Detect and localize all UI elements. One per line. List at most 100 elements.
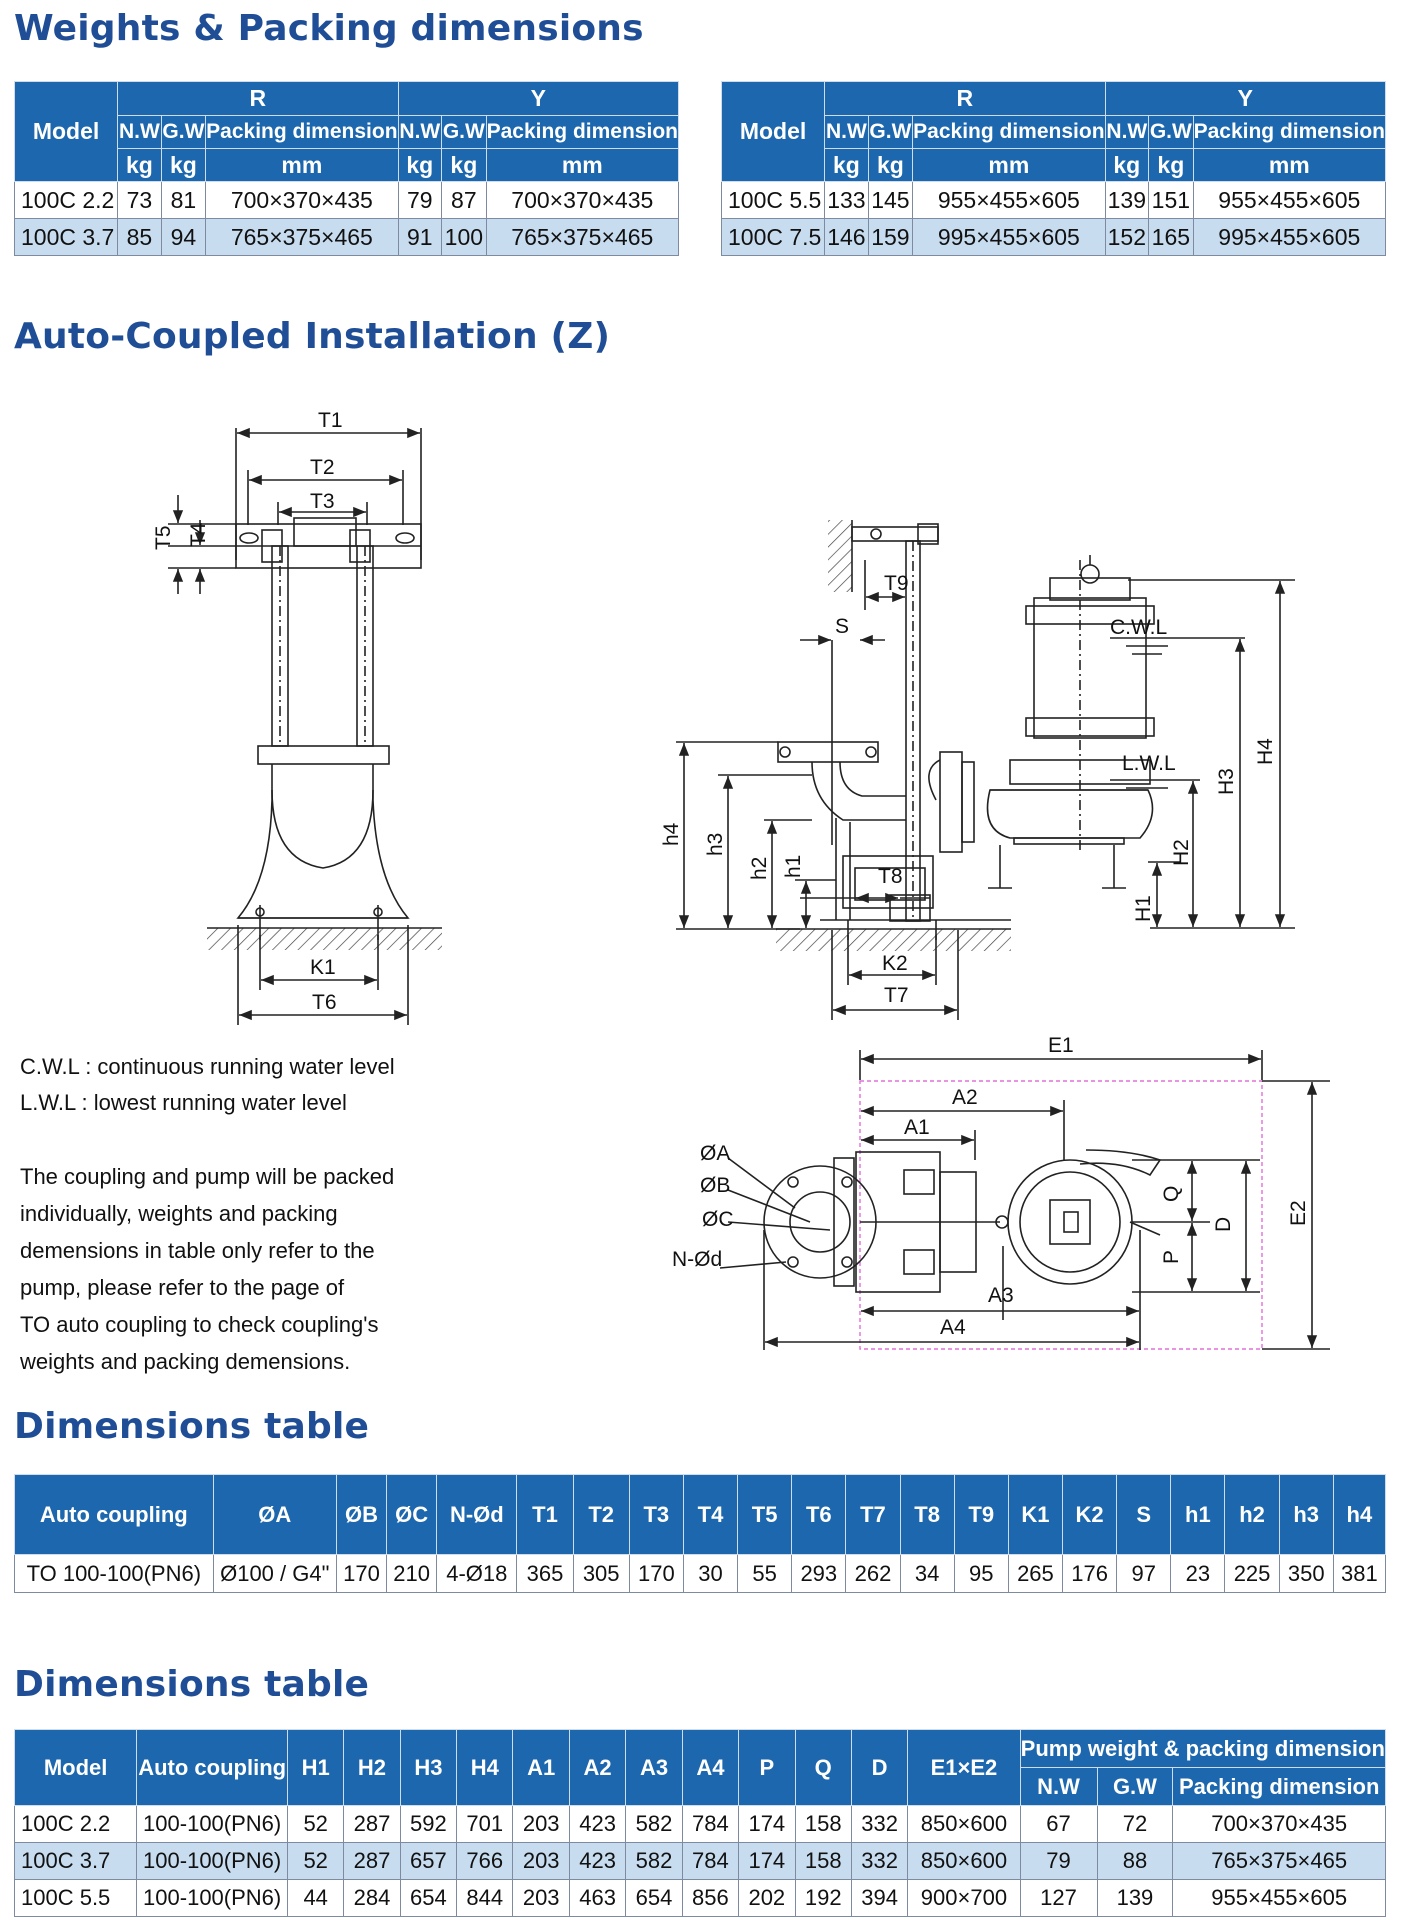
table-row: 100C 3.7 100-100(PN6) 52 287 657 766 203… xyxy=(13,1842,1386,1880)
cell: 100C 2.2 xyxy=(13,181,119,219)
cell: 900×700 xyxy=(907,1879,1021,1917)
cell: 381 xyxy=(1332,1554,1387,1593)
label-h3: h3 xyxy=(704,833,727,856)
cell: 176 xyxy=(1061,1554,1118,1593)
lwl-note: L.W.L : lowest running water level xyxy=(20,1090,347,1115)
cell: 81 xyxy=(160,181,207,219)
cell: 34 xyxy=(899,1554,955,1593)
cell: 158 xyxy=(794,1805,852,1843)
cell: 30 xyxy=(682,1554,739,1593)
cell: 225 xyxy=(1224,1554,1280,1593)
header-cell: h3 xyxy=(1278,1474,1334,1555)
label-T6: T6 xyxy=(312,991,337,1014)
label-T8: T8 xyxy=(878,865,903,888)
label-h1: h1 xyxy=(782,855,805,878)
header-cell: T4 xyxy=(682,1474,739,1555)
installation-drawing: T1 T2 T3 T5 T4 K1 T6 T9 S C.W.L L.W.L T8… xyxy=(152,409,1330,1350)
header-cell: T3 xyxy=(628,1474,684,1555)
unit-kg: kg xyxy=(1148,148,1194,182)
header-cell: P xyxy=(738,1729,796,1806)
cell: 139 xyxy=(1096,1879,1174,1917)
header-cell: h2 xyxy=(1224,1474,1280,1555)
cell: 203 xyxy=(512,1879,570,1917)
header-packing: Packing dimension xyxy=(485,115,680,149)
cell: 67 xyxy=(1019,1805,1098,1843)
label-T1: T1 xyxy=(318,409,343,432)
cell: 100C 3.7 xyxy=(13,218,119,256)
cell: 4-Ø18 xyxy=(436,1554,518,1593)
header-packing: Packing dimension xyxy=(912,115,1106,149)
unit-kg: kg xyxy=(1104,148,1150,182)
unit-mm: mm xyxy=(912,148,1106,182)
cell: 332 xyxy=(850,1842,909,1880)
label-P: P xyxy=(1160,1250,1183,1264)
header-packing: Packing dimension xyxy=(205,115,399,149)
note-line: TO auto coupling to check coupling's xyxy=(20,1312,379,1337)
table-row: TO 100-100(PN6) Ø100 / G4" 170 210 4-Ø18… xyxy=(14,1554,1387,1593)
header-model: Model xyxy=(13,1729,138,1806)
cell: 784 xyxy=(681,1805,740,1843)
cell: 72 xyxy=(1096,1805,1174,1843)
cell: 170 xyxy=(335,1554,388,1593)
cell: 203 xyxy=(512,1805,570,1843)
cell: 151 xyxy=(1148,181,1194,219)
header-cell: T7 xyxy=(845,1474,901,1555)
header-model: Model xyxy=(13,81,119,182)
dimensions-heading-2: Dimensions table xyxy=(14,1664,370,1705)
cell: 97 xyxy=(1116,1554,1172,1593)
cell: 284 xyxy=(343,1879,401,1917)
cell: 350 xyxy=(1278,1554,1334,1593)
header-cell: A1 xyxy=(512,1729,570,1806)
note-line: individually, weights and packing xyxy=(20,1201,338,1226)
cell: 784 xyxy=(681,1842,740,1880)
unit-kg: kg xyxy=(867,148,914,182)
header-auto-coupling: Auto coupling xyxy=(136,1729,289,1806)
label-LWL: L.W.L xyxy=(1122,752,1176,775)
cell: 287 xyxy=(343,1842,401,1880)
header-cell: T1 xyxy=(516,1474,574,1555)
header-gw: G.W xyxy=(1096,1767,1174,1806)
header-auto-coupling: Auto coupling xyxy=(14,1474,214,1555)
cell: 765×375×465 xyxy=(485,218,680,256)
cell: 765×375×465 xyxy=(205,218,399,256)
front-view xyxy=(168,427,442,1025)
cell: 955×455×605 xyxy=(1192,181,1387,219)
label-h4: h4 xyxy=(660,822,683,846)
label-A2: A2 xyxy=(952,1086,978,1109)
header-cell: A4 xyxy=(681,1729,740,1806)
cell: 766 xyxy=(456,1842,514,1880)
cell: Ø100 / G4" xyxy=(212,1554,337,1593)
dimensions-heading-1: Dimensions table xyxy=(14,1406,370,1447)
label-H4: H4 xyxy=(1254,738,1277,765)
cell: 88 xyxy=(1096,1842,1174,1880)
cell: 145 xyxy=(867,181,914,219)
cell: 55 xyxy=(737,1554,793,1593)
header-cell: K1 xyxy=(1007,1474,1064,1555)
label-K2: K2 xyxy=(882,952,908,975)
note-line: The coupling and pump will be packed xyxy=(20,1164,395,1189)
note-line: weights and packing demensions. xyxy=(20,1349,351,1374)
cell: 844 xyxy=(456,1879,514,1917)
cell: 158 xyxy=(794,1842,852,1880)
cell: 165 xyxy=(1148,218,1194,256)
cell: 79 xyxy=(397,181,443,219)
table-row: 100C 3.7 85 94 765×375×465 91 100 765×37… xyxy=(13,218,680,256)
header-packing: Packing dimension xyxy=(1172,1767,1386,1806)
header-cell: T8 xyxy=(899,1474,955,1555)
header-cell: E1×E2 xyxy=(907,1729,1021,1806)
table-row: 100C 7.5 146 159 995×455×605 152 165 995… xyxy=(720,218,1387,256)
cell: 100C 5.5 xyxy=(13,1879,138,1917)
header-nw: N.W xyxy=(1019,1767,1098,1806)
cell: 701 xyxy=(456,1805,514,1843)
cell: 423 xyxy=(568,1805,627,1843)
header-cell: h4 xyxy=(1332,1474,1387,1555)
label-A4: A4 xyxy=(940,1316,966,1339)
cell: 52 xyxy=(287,1805,345,1843)
label-T3: T3 xyxy=(310,490,335,513)
header-cell: T9 xyxy=(953,1474,1009,1555)
label-Q: Q xyxy=(1160,1186,1183,1202)
cell: 203 xyxy=(512,1842,570,1880)
cell: 44 xyxy=(287,1879,345,1917)
cell: 94 xyxy=(160,218,207,256)
header-cell: H1 xyxy=(287,1729,345,1806)
